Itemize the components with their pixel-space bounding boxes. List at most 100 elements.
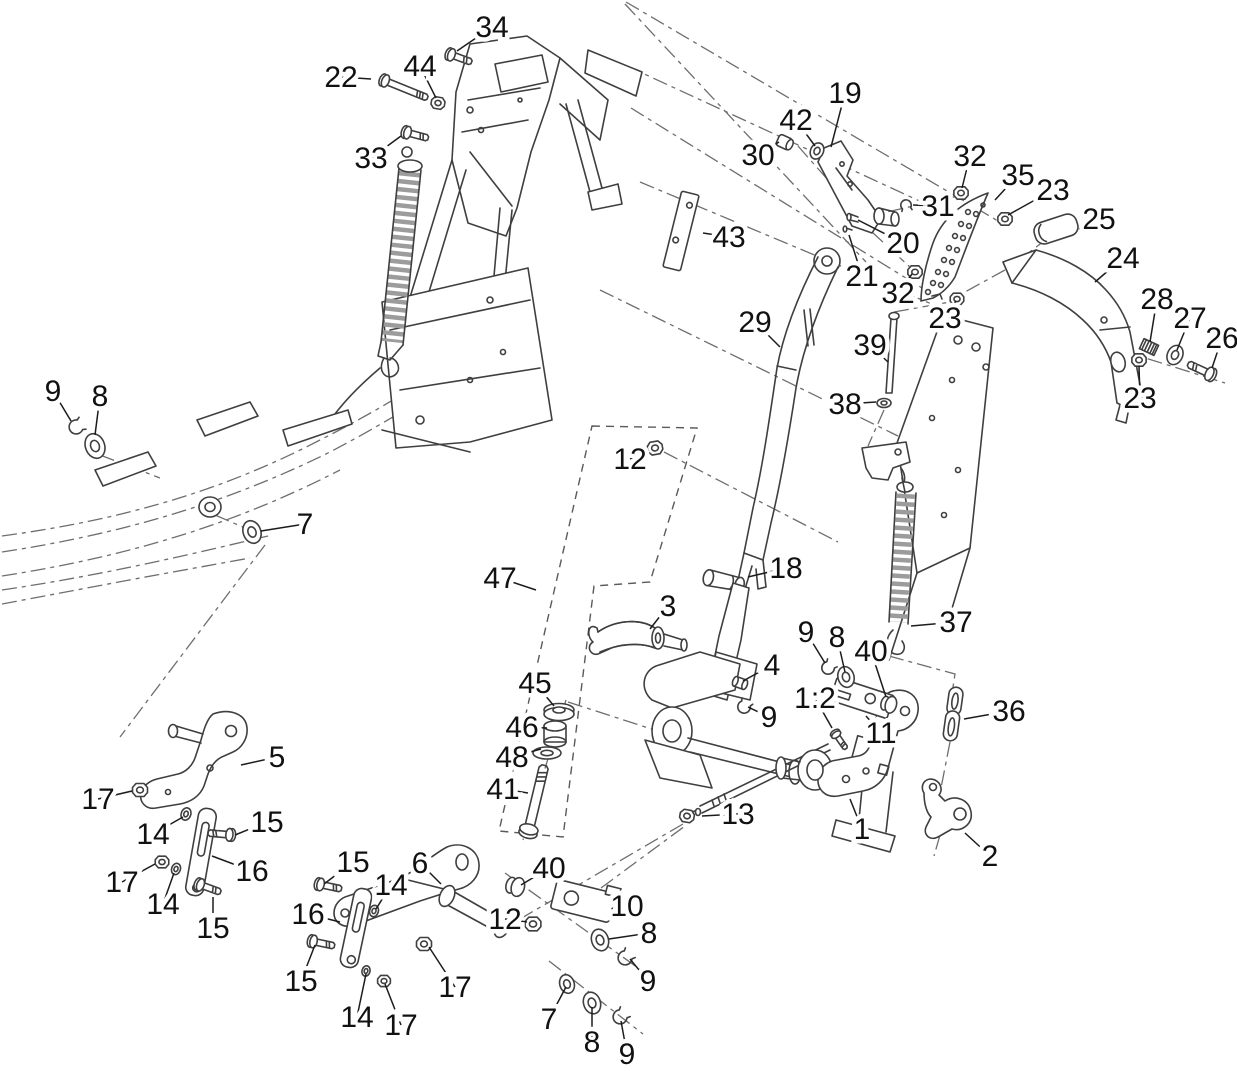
callout-leader-33 [371, 136, 401, 158]
callout-label-45: 45 [518, 667, 551, 700]
callout-label-17: 17 [81, 783, 114, 816]
callout-label-10: 10 [610, 890, 643, 923]
callout-label-44: 44 [403, 50, 436, 83]
callout-label-26: 26 [1205, 322, 1237, 355]
part-35-quadrant-plate [921, 193, 988, 301]
callout-leader-17 [429, 947, 455, 987]
part-4-pin [731, 676, 749, 691]
part-frame-tabs [95, 402, 352, 517]
callout-label-9: 9 [45, 375, 62, 408]
part-17-nut [131, 782, 149, 798]
callout-label-15: 15 [284, 965, 317, 998]
callout-leader-7 [549, 987, 566, 1019]
callout-leader-47 [500, 578, 536, 590]
callout-leader-16 [308, 914, 340, 922]
part-9-ering [65, 416, 87, 438]
callout-leader-8 [837, 637, 845, 672]
callout-leader-9 [748, 707, 769, 717]
callout-leader-35 [995, 175, 1018, 200]
part-48-washer [533, 747, 561, 759]
part-38-washer [877, 399, 891, 408]
callout-leader-15 [235, 822, 267, 835]
callout-label-14: 14 [136, 818, 169, 851]
callout-label-35: 35 [1001, 159, 1034, 192]
callout-leader-17 [98, 791, 132, 799]
part-10-plate [550, 873, 621, 923]
callout-label-46: 46 [505, 711, 538, 744]
callout-leader-22 [341, 77, 371, 79]
part-7-washer [556, 972, 578, 996]
callout-leader-24 [1095, 258, 1123, 282]
part-47-boundary [499, 426, 697, 837]
part-2-link [922, 779, 971, 838]
part-tower-spring [332, 147, 422, 418]
callout-label-27: 27 [1173, 302, 1206, 335]
callout-leader-9 [53, 391, 71, 421]
callout-label-9: 9 [798, 616, 815, 649]
callout-label-17: 17 [384, 1009, 417, 1042]
callout-leader-10 [613, 902, 627, 906]
callout-leader-36 [964, 711, 1009, 719]
part-15-bolt [305, 933, 337, 954]
part-27-washer [1163, 341, 1187, 369]
callout-leader-12 [630, 450, 649, 459]
callout-label-37: 37 [939, 606, 972, 639]
callout-leader-29 [755, 322, 780, 347]
callout-label-12: 12 [488, 903, 521, 936]
callout-leader-46 [522, 727, 547, 728]
callout-leader-3 [650, 606, 668, 629]
callout-leader-6 [420, 863, 441, 884]
part-8-washer [587, 926, 613, 954]
callout-leader-5 [241, 757, 277, 765]
callout-leader-1 [850, 799, 862, 829]
callout-label-41: 41 [486, 773, 519, 806]
callout-leader-34 [457, 27, 492, 51]
callout-label-15: 15 [250, 806, 283, 839]
callout-leader-48 [512, 749, 541, 757]
callout-label-8: 8 [641, 917, 658, 950]
callout-label-38: 38 [828, 388, 861, 421]
part-tower-console [382, 36, 642, 452]
callout-leader-45 [535, 683, 554, 706]
callout-label-17: 17 [438, 971, 471, 1004]
callout-leader-15 [301, 945, 315, 981]
part-31-clip [899, 198, 913, 213]
part-23-nut [1131, 353, 1147, 367]
callout-leader-14 [357, 974, 366, 1017]
part-45-bearing-washer [544, 704, 574, 721]
callout-label-14: 14 [374, 869, 407, 902]
callout-leader-27 [1177, 318, 1190, 350]
callout-label-15: 15 [336, 846, 369, 879]
callout-label-14: 14 [146, 888, 179, 921]
callout-label-42: 42 [779, 104, 812, 137]
part-3-arm [589, 622, 687, 655]
callout-label-39: 39 [853, 329, 886, 362]
callout-leader-4 [743, 665, 772, 681]
callout-label-40: 40 [532, 852, 565, 885]
callout-leader-43 [703, 233, 729, 237]
part-16-strap [339, 887, 373, 969]
part-28-spring-pin [1139, 339, 1158, 356]
part-43-strip [663, 191, 699, 271]
callout-leader-40 [871, 651, 886, 697]
callout-leader-16 [212, 856, 252, 871]
part-13-nut [678, 807, 696, 825]
callout-leader-28 [1150, 299, 1157, 342]
callout-leader-37 [911, 622, 956, 626]
part-24-hand-lever [1003, 250, 1142, 423]
part-20-pin [847, 214, 858, 223]
callout-leader-40 [521, 868, 549, 885]
callout-leader-42 [796, 120, 815, 146]
callout-label-32: 32 [881, 277, 914, 310]
callout-leader-9 [621, 1021, 627, 1054]
callout-leader-9 [806, 632, 825, 663]
part-29-lift-arm [737, 248, 840, 589]
part-1-2-bolt [828, 727, 851, 753]
part-1-bellcrank [776, 690, 918, 796]
part-14-washer [169, 861, 183, 877]
callout-leader-23 [945, 301, 956, 318]
callout-label-48: 48 [495, 741, 528, 774]
part-9-ering [818, 658, 838, 678]
